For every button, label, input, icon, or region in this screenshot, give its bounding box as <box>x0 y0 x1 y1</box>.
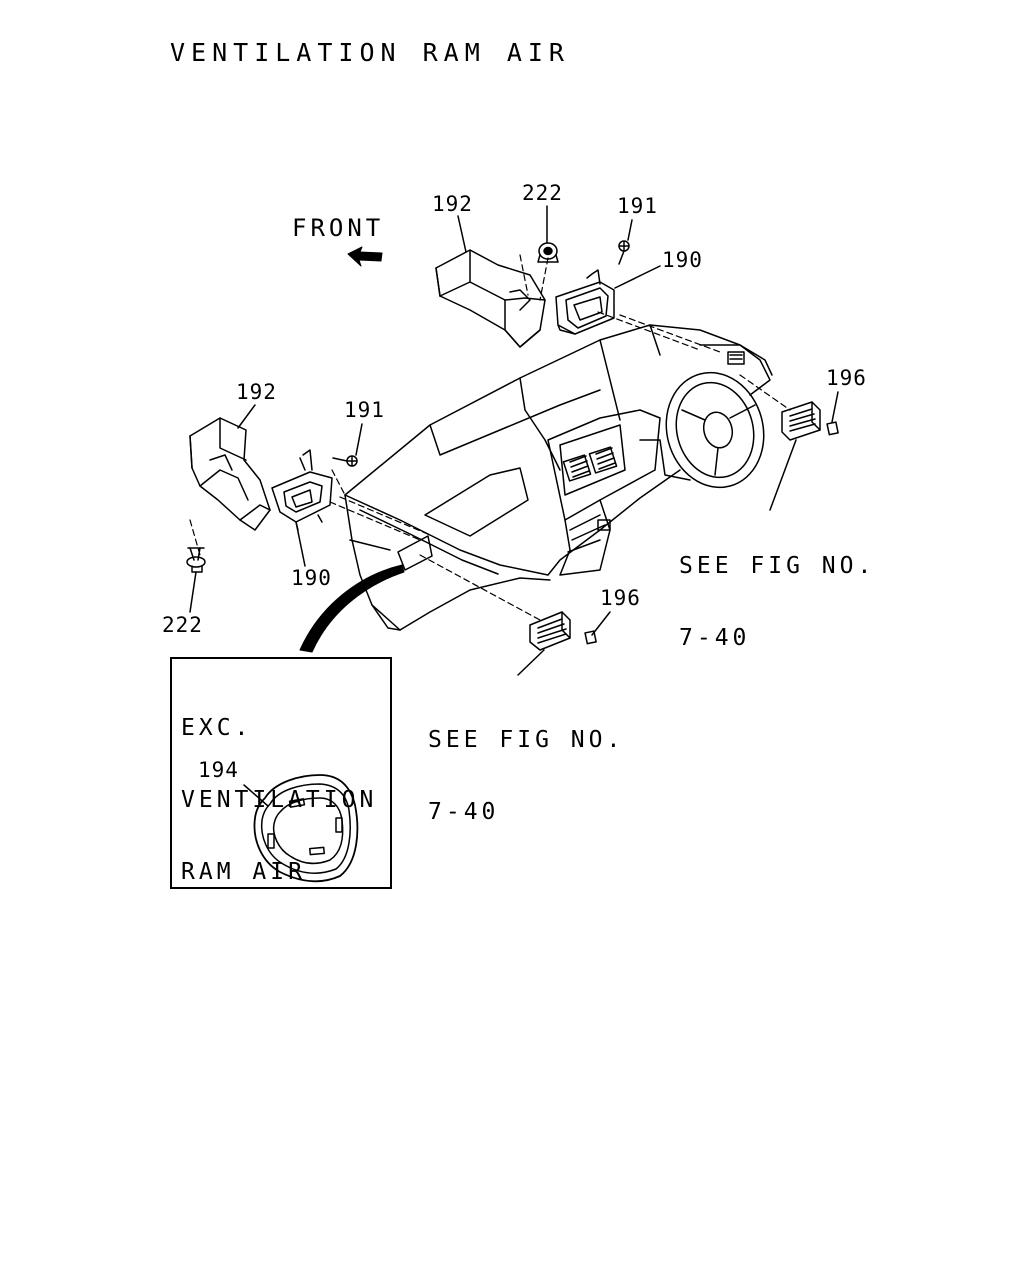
screw-191-top <box>618 240 630 265</box>
duct-192-top <box>435 249 546 348</box>
callout-190-top: 190 <box>662 248 703 272</box>
vent-grille-196-right <box>781 401 839 441</box>
leader-lines <box>189 254 791 621</box>
inset-heading: EXC. VENTILATION RAM AIR <box>181 668 377 932</box>
diagram-title: VENTILATION RAM AIR <box>170 38 570 67</box>
inset-heading-line-2: VENTILATION <box>181 787 378 813</box>
callout-194: 194 <box>198 758 239 782</box>
inset-heading-line-3: RAM AIR <box>181 859 306 885</box>
vent-housing-190-left <box>271 449 333 531</box>
clip-222-top <box>537 242 559 263</box>
callout-191-left: 191 <box>344 398 385 422</box>
duct-192-left <box>189 417 271 531</box>
callout-192-top: 192 <box>432 192 473 216</box>
callout-191-top: 191 <box>617 194 658 218</box>
callout-222-left: 222 <box>162 613 203 637</box>
reference-note-right-line-2: 7-40 <box>679 625 751 651</box>
front-arrow-icon <box>347 246 383 267</box>
callout-192-left: 192 <box>236 380 277 404</box>
callout-196-bottom: 196 <box>600 586 641 610</box>
reference-note-bottom: SEE FIG NO. 7-40 <box>428 680 624 848</box>
inset-heading-line-1: EXC. <box>181 715 253 741</box>
reference-note-right-line-1: SEE FIG NO. <box>679 553 876 579</box>
vent-grille-196-bottom <box>529 611 597 651</box>
front-direction-label: FRONT <box>292 214 385 242</box>
callout-190-left: 190 <box>291 566 332 590</box>
reference-note-bottom-line-2: 7-40 <box>428 799 500 825</box>
callout-222-top: 222 <box>522 181 563 205</box>
vent-bezel-194 <box>253 774 359 883</box>
reference-note-right: SEE FIG NO. 7-40 <box>679 506 875 674</box>
reference-note-bottom-line-1: SEE FIG NO. <box>428 727 625 753</box>
clip-222-left <box>186 547 206 573</box>
inset-pointer <box>299 564 405 653</box>
inset-box: EXC. VENTILATION RAM AIR <box>170 657 392 889</box>
callout-leaders <box>189 205 839 807</box>
screw-191-left <box>332 455 358 467</box>
vent-housing-190-top <box>555 269 615 335</box>
callout-196-right: 196 <box>826 366 867 390</box>
